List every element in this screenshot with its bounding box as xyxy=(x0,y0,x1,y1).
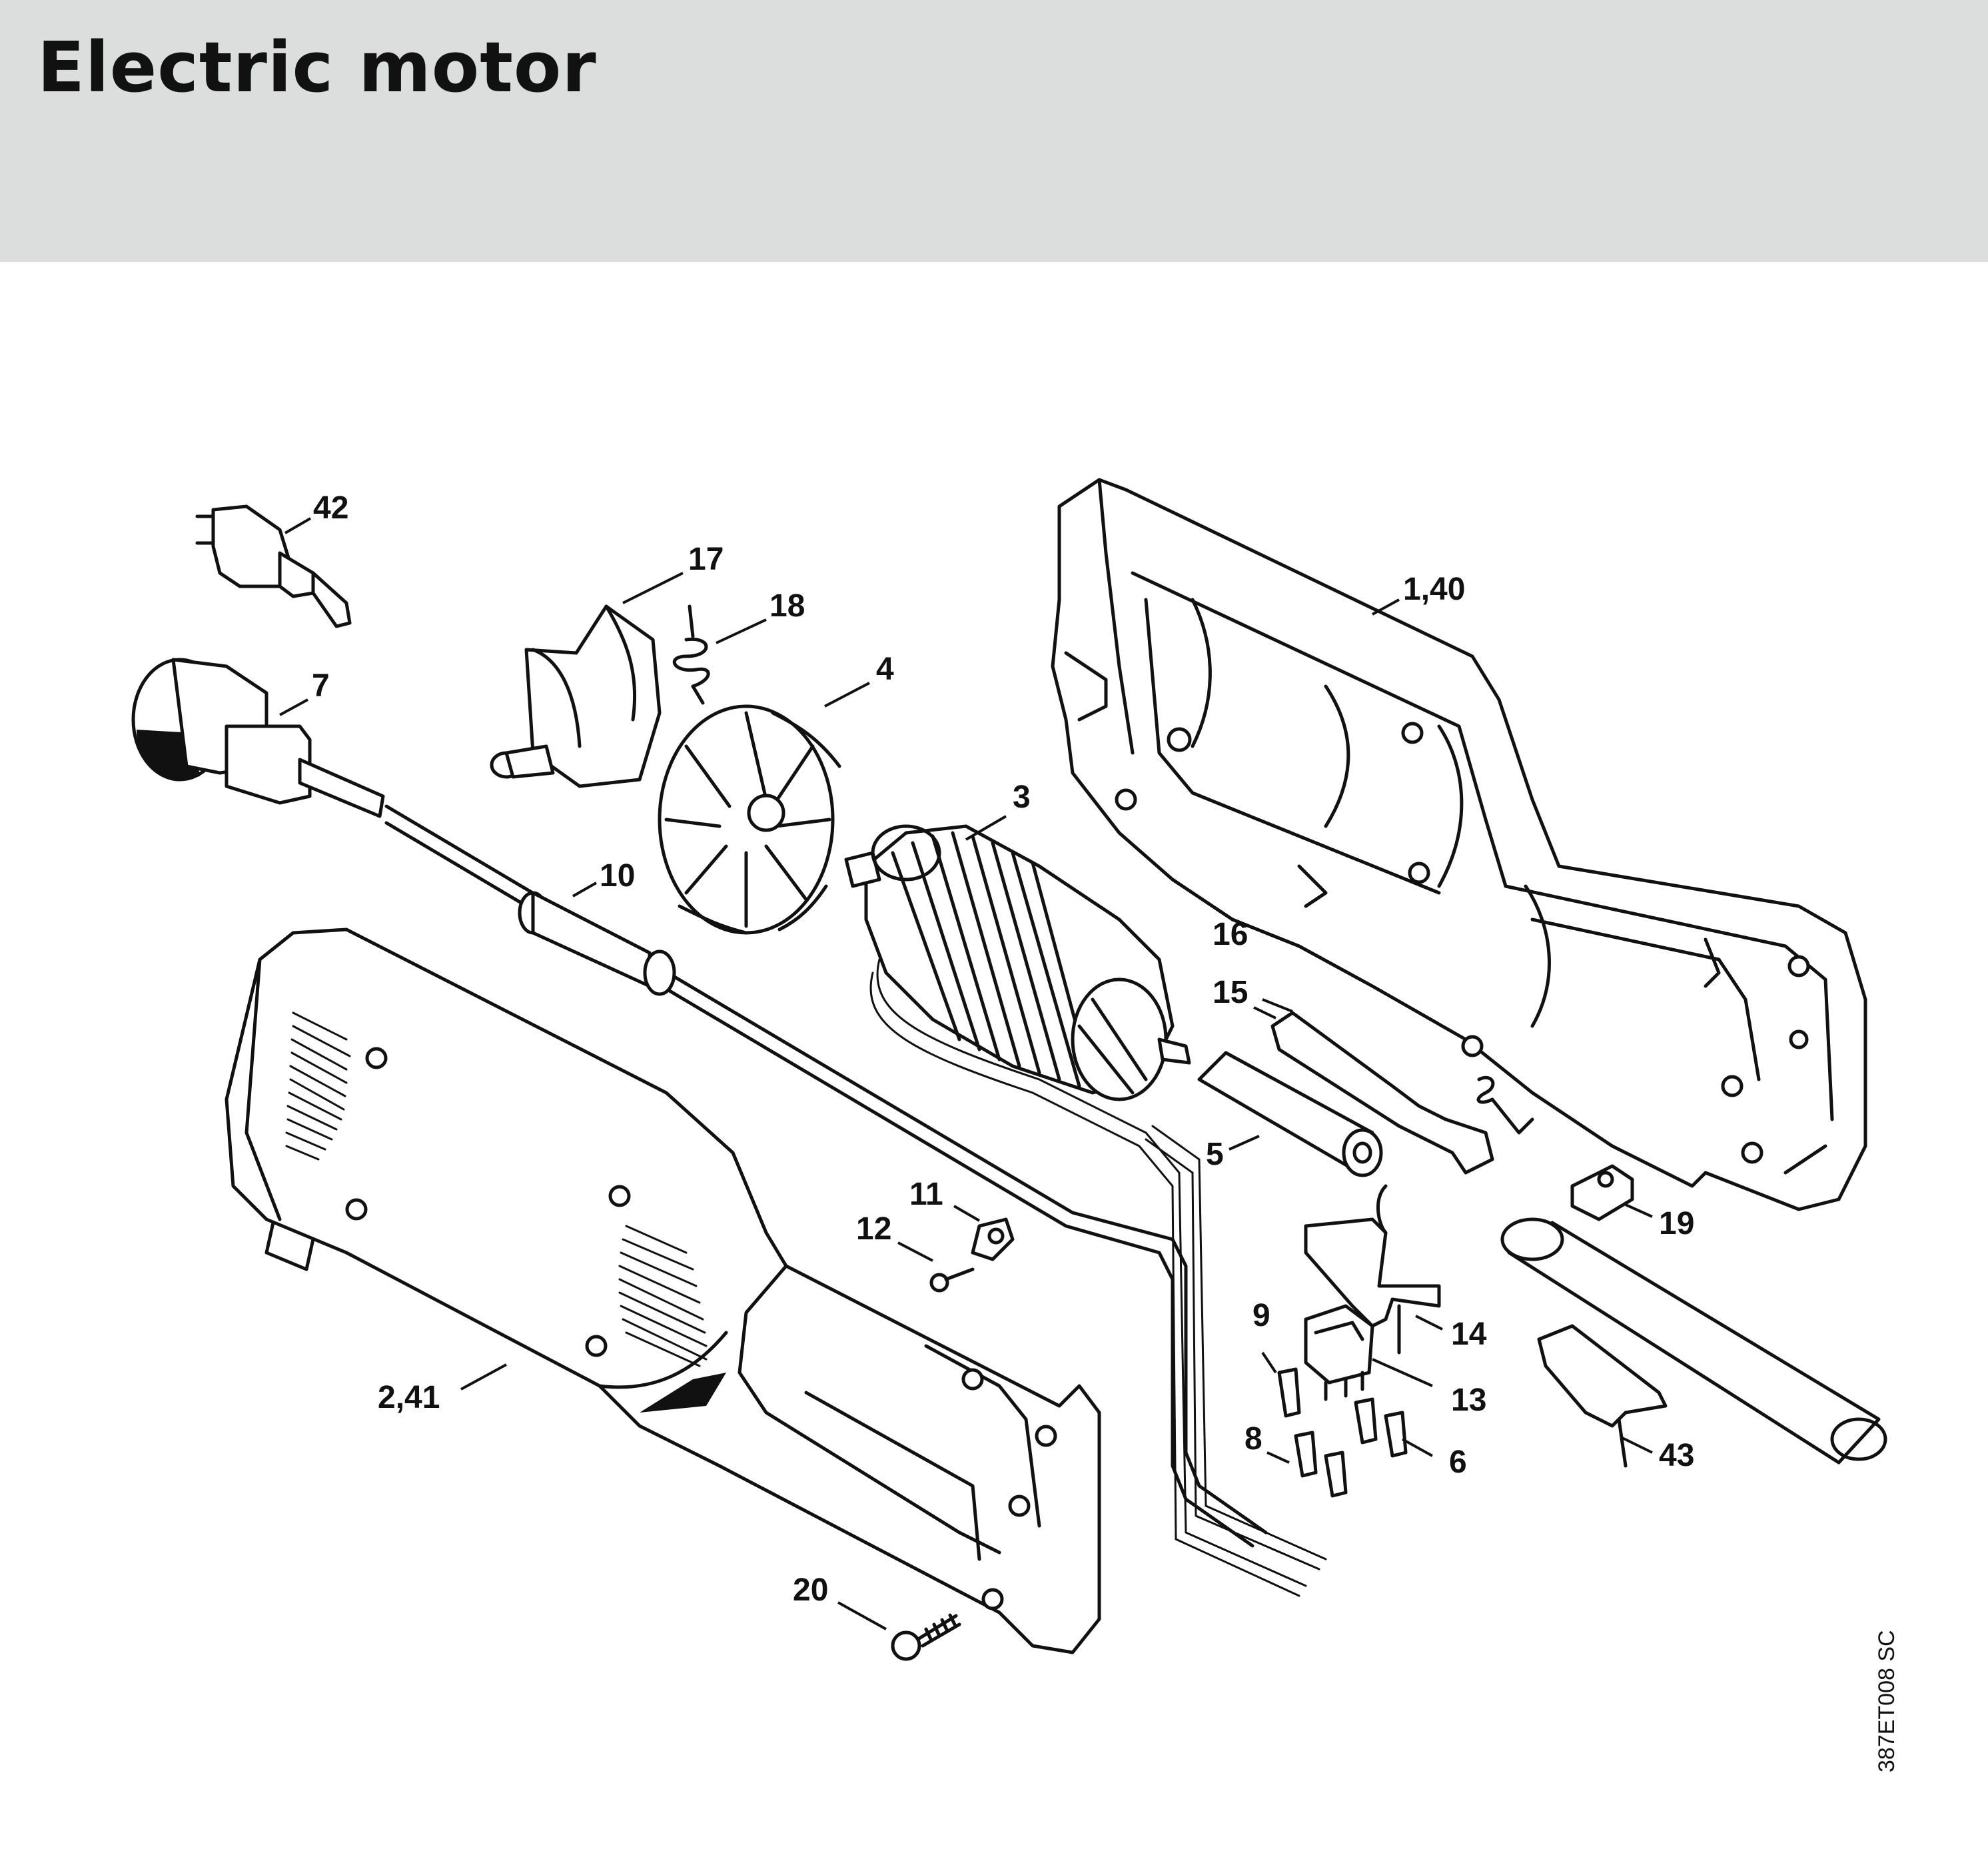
rocker-switch[interactable] xyxy=(1304,1304,1374,1401)
callout-12: 12 xyxy=(856,1211,891,1247)
sleeve-rod[interactable] xyxy=(1197,1051,1383,1177)
power-plug-icon[interactable] xyxy=(195,504,352,628)
callout-19: 19 xyxy=(1659,1206,1694,1241)
fan-cover[interactable] xyxy=(490,604,662,788)
callout-3: 3 xyxy=(1013,780,1031,815)
callout-5: 5 xyxy=(1206,1137,1224,1172)
spring[interactable] xyxy=(672,604,710,705)
figure-code: 387ET008 SC xyxy=(1874,1630,1899,1772)
switch-lever[interactable] xyxy=(1270,1011,1534,1175)
clip[interactable] xyxy=(1570,1164,1634,1221)
callout-8: 8 xyxy=(1244,1421,1262,1457)
callout-11: 11 xyxy=(909,1177,943,1212)
trigger[interactable] xyxy=(1304,1184,1441,1355)
callout-14: 14 xyxy=(1451,1317,1487,1352)
terminals[interactable] xyxy=(1277,1367,1408,1498)
callout-43: 43 xyxy=(1659,1438,1694,1473)
callout-2-41: 2,41 xyxy=(378,1380,440,1415)
armature-icon[interactable] xyxy=(844,824,1191,1101)
vent-slots xyxy=(285,1011,708,1367)
housing-half-lower[interactable] xyxy=(225,928,1101,1654)
fan-impeller-icon[interactable] xyxy=(658,704,841,935)
cable-clamp[interactable] xyxy=(971,1217,1015,1261)
callout-42: 42 xyxy=(313,490,348,526)
screw-small[interactable] xyxy=(929,1267,975,1293)
motor-wires xyxy=(869,958,1327,1597)
callout-6: 6 xyxy=(1449,1445,1467,1480)
callout-1-40: 1,40 xyxy=(1403,572,1465,607)
callout-4: 4 xyxy=(876,652,894,687)
bracket[interactable] xyxy=(1537,1324,1668,1468)
screw[interactable] xyxy=(891,1613,961,1661)
callout-15: 15 xyxy=(1213,975,1248,1010)
callout-20: 20 xyxy=(793,1572,828,1608)
callout-13: 13 xyxy=(1451,1383,1486,1418)
callout-10: 10 xyxy=(600,858,635,894)
callout-17: 17 xyxy=(688,542,724,577)
callout-7: 7 xyxy=(312,668,330,704)
callout-18: 18 xyxy=(769,588,805,624)
tube[interactable] xyxy=(1500,1217,1887,1465)
header-band: Electric motor xyxy=(0,0,1988,262)
page-title: Electric motor xyxy=(37,27,597,108)
callout-labels: 42 17 18 4 7 3 1,40 10 16 15 5 11 12 19 … xyxy=(312,490,1694,1608)
housing-half-upper[interactable] xyxy=(1051,478,1867,1211)
leader-lines xyxy=(279,517,1653,1630)
cable-socket-icon[interactable] xyxy=(131,658,385,818)
callout-9: 9 xyxy=(1252,1298,1270,1333)
callout-16: 16 xyxy=(1213,917,1248,952)
